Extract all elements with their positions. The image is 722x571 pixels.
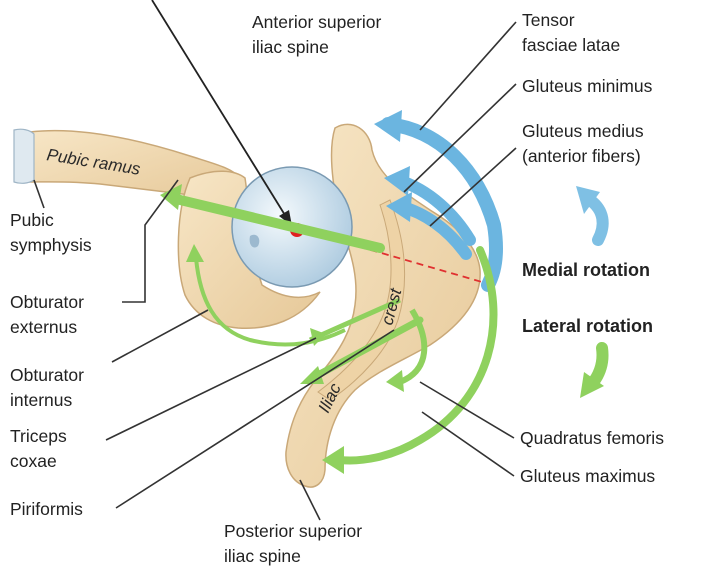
gluteus-medius-label-line1: Gluteus medius: [522, 121, 644, 141]
leader-tfl: [420, 22, 516, 130]
lateral-arrow-piriformis-head: [300, 366, 324, 384]
pubic-symphysis-label-line1: Pubic: [10, 210, 54, 230]
leader-obt-int: [112, 310, 208, 362]
obturator-externus-label-line1: Obturator: [10, 292, 84, 312]
medial-rotation-label: Medial rotation: [522, 260, 650, 280]
leader-piriformis: [116, 330, 394, 508]
obturator-internus-label-line1: Obturator: [10, 365, 84, 385]
medial-arrow-tfl-head: [374, 110, 402, 142]
lateral-rotation-legend-arrow: [592, 348, 603, 384]
leader-pubic-symphysis: [34, 180, 44, 208]
pubic-symphysis-shape: [14, 129, 34, 183]
asis-label-line2: iliac spine: [252, 37, 329, 57]
psis-label-line2: iliac spine: [224, 546, 301, 566]
leader-gmax: [422, 412, 514, 476]
tensor-label-line2: fasciae latae: [522, 35, 620, 55]
tensor-label-line1: Tensor: [522, 10, 575, 30]
asis-label-line1: Anterior superior: [252, 12, 382, 32]
leader-glut-med: [430, 148, 516, 226]
gluteus-maximus-label: Gluteus maximus: [520, 466, 655, 486]
obturator-internus-label-line2: internus: [10, 390, 73, 410]
gluteus-medius-label-line2: (anterior fibers): [522, 146, 641, 166]
triceps-coxae-label-line2: coxae: [10, 451, 57, 471]
lateral-rotation-label: Lateral rotation: [522, 316, 653, 336]
gluteus-minimus-label: Gluteus minimus: [522, 76, 653, 96]
piriformis-label: Piriformis: [10, 499, 83, 519]
pubic-symphysis-label-line2: symphysis: [10, 235, 92, 255]
leader-triceps: [106, 338, 316, 440]
obturator-externus-label-line2: externus: [10, 317, 77, 337]
triceps-coxae-label-line1: Triceps: [10, 426, 67, 446]
quadratus-femoris-label: Quadratus femoris: [520, 428, 664, 448]
lateral-arrow-quadratus-head: [386, 370, 404, 392]
psis-label-line1: Posterior superior: [224, 521, 362, 541]
medial-rotation-legend-arrow: [590, 200, 603, 240]
